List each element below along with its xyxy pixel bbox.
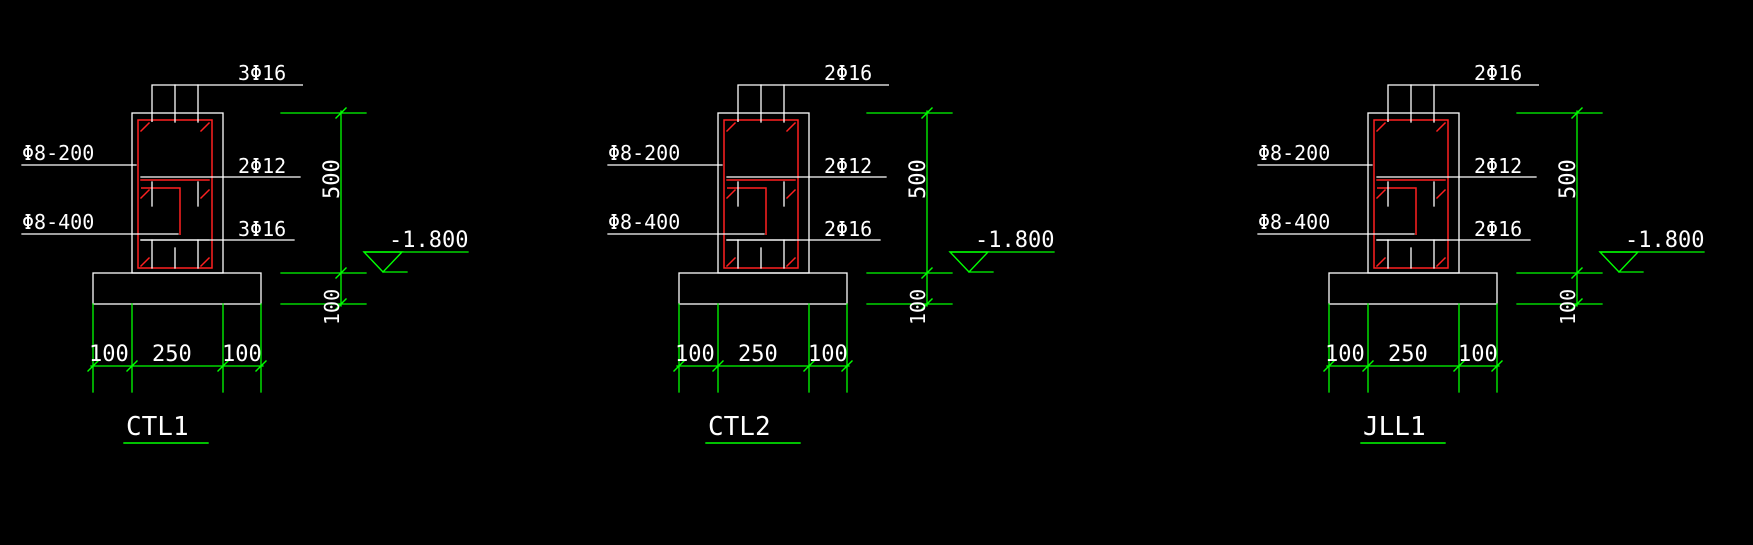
elevation-triangle-icon [362, 251, 404, 274]
rebar-mark [725, 188, 737, 200]
stirrup-label: Φ8-200 [1258, 141, 1330, 165]
dim-tick-h1 [87, 360, 99, 372]
stirrup-label: Φ8-200 [22, 141, 94, 165]
rebar-mark [725, 256, 737, 268]
dim-tick-h4 [841, 360, 853, 372]
section-name-label: CTL1 [126, 412, 189, 442]
width-middle-label: 250 [152, 342, 192, 367]
rebar-mark [1435, 121, 1447, 133]
middle-bars-label: 2Φ12 [824, 154, 872, 178]
height-dimension-label: 500 [320, 159, 345, 199]
tie-hook [141, 187, 181, 235]
dim-tick-h3 [217, 360, 229, 372]
width-left-label: 100 [89, 342, 129, 367]
rebar-mark [785, 188, 797, 200]
elevation-label: -1.800 [975, 228, 1054, 253]
base-plinth-outline [678, 272, 848, 305]
middle-bars-label: 2Φ12 [1474, 154, 1522, 178]
dim-tick-h3 [803, 360, 815, 372]
elevation-label: -1.800 [1625, 228, 1704, 253]
rebar-mark [1375, 121, 1387, 133]
base-height-dimension-label: 100 [1556, 289, 1580, 325]
rebar-mark [1435, 188, 1447, 200]
width-right-label: 100 [808, 342, 848, 367]
height-dimension-label: 500 [1556, 159, 1581, 199]
dim-tick-h4 [255, 360, 267, 372]
dim-tick-h2 [126, 360, 138, 372]
width-middle-label: 250 [738, 342, 778, 367]
dim-tick-mid [921, 267, 933, 279]
elevation-triangle-icon [948, 251, 990, 274]
rebar-mark [725, 121, 737, 133]
top-bars-leader [737, 84, 889, 122]
dim-tick-mid [335, 267, 347, 279]
height-dimension-label: 500 [906, 159, 931, 199]
dim-tick-top [1571, 107, 1583, 119]
dim-tick-h1 [673, 360, 685, 372]
bottom-bars-label: 2Φ16 [824, 217, 872, 241]
dim-tick-bottom [335, 298, 347, 310]
top-bars-label: 3Φ16 [238, 61, 286, 85]
rebar-mark [199, 188, 211, 200]
rebar-mark [139, 121, 151, 133]
dim-tick-h2 [1362, 360, 1374, 372]
dim-tick-h2 [712, 360, 724, 372]
width-middle-label: 250 [1388, 342, 1428, 367]
rebar-mark [1435, 256, 1447, 268]
width-right-label: 100 [1458, 342, 1498, 367]
dim-tick-h4 [1491, 360, 1503, 372]
stirrup-outer [723, 119, 799, 269]
base-height-dimension-label: 100 [906, 289, 930, 325]
base-height-dimension-label: 100 [320, 289, 344, 325]
tie-hook [1377, 187, 1417, 235]
bottom-bars-label: 3Φ16 [238, 217, 286, 241]
section-name-label: JLL1 [1363, 412, 1426, 442]
top-bars-leader [1387, 84, 1539, 122]
elevation-triangle-icon [1598, 251, 1640, 274]
tie-label: Φ8-400 [1258, 210, 1330, 234]
top-bars-label: 2Φ16 [824, 61, 872, 85]
dim-tick-mid [1571, 267, 1583, 279]
rebar-mark [139, 256, 151, 268]
top-bars-leader [151, 84, 303, 122]
stirrup-outer [137, 119, 213, 269]
dim-tick-top [921, 107, 933, 119]
section-name-label: CTL2 [708, 412, 771, 442]
rebar-mark [1375, 256, 1387, 268]
dim-tick-h3 [1453, 360, 1465, 372]
elevation-label: -1.800 [389, 228, 468, 253]
dim-tick-top [335, 107, 347, 119]
width-right-label: 100 [222, 342, 262, 367]
base-plinth-outline [92, 272, 262, 305]
tie-hook [727, 187, 767, 235]
tie-label: Φ8-400 [22, 210, 94, 234]
rebar-mark [785, 121, 797, 133]
rebar-mark [139, 188, 151, 200]
rebar-mark [785, 256, 797, 268]
stirrup-outer [1373, 119, 1449, 269]
width-left-label: 100 [675, 342, 715, 367]
tie-label: Φ8-400 [608, 210, 680, 234]
rebar-mark [199, 121, 211, 133]
base-plinth-outline [1328, 272, 1498, 305]
rebar-mark [199, 256, 211, 268]
stirrup-label: Φ8-200 [608, 141, 680, 165]
top-bars-label: 2Φ16 [1474, 61, 1522, 85]
dim-tick-h1 [1323, 360, 1335, 372]
dim-tick-bottom [921, 298, 933, 310]
rebar-mark [1375, 188, 1387, 200]
dim-tick-bottom [1571, 298, 1583, 310]
middle-bars-label: 2Φ12 [238, 154, 286, 178]
bottom-bars-label: 2Φ16 [1474, 217, 1522, 241]
width-left-label: 100 [1325, 342, 1365, 367]
